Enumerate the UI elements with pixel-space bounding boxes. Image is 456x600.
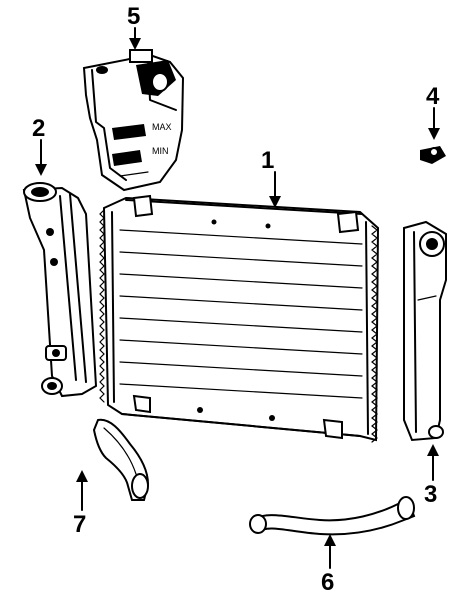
callout-5-label: 5 — [127, 3, 140, 30]
callout-7: 7 — [73, 470, 88, 538]
callout-3-label: 3 — [424, 481, 437, 508]
callout-4-label: 4 — [426, 83, 440, 110]
radiator-core — [99, 194, 380, 443]
callout-3: 3 — [424, 444, 439, 508]
lower-hose — [249, 496, 416, 536]
right-tank — [403, 220, 447, 442]
callout-5: 5 — [127, 3, 141, 50]
reservoir-max-mark: MAX — [152, 122, 172, 132]
callout-4: 4 — [426, 83, 440, 140]
callout-6: 6 — [321, 534, 336, 596]
callout-6-label: 6 — [321, 569, 334, 596]
callout-1: 1 — [261, 147, 281, 208]
callout-1-label: 1 — [261, 147, 274, 174]
callout-7-label: 7 — [73, 511, 86, 538]
callout-2-label: 2 — [32, 115, 45, 142]
radiator-cap — [420, 146, 446, 164]
callout-2: 2 — [32, 115, 47, 176]
coolant-reservoir: MAX MIN — [82, 49, 185, 192]
upper-hose — [92, 418, 150, 501]
left-tank — [22, 182, 98, 398]
reservoir-min-mark: MIN — [152, 146, 169, 156]
